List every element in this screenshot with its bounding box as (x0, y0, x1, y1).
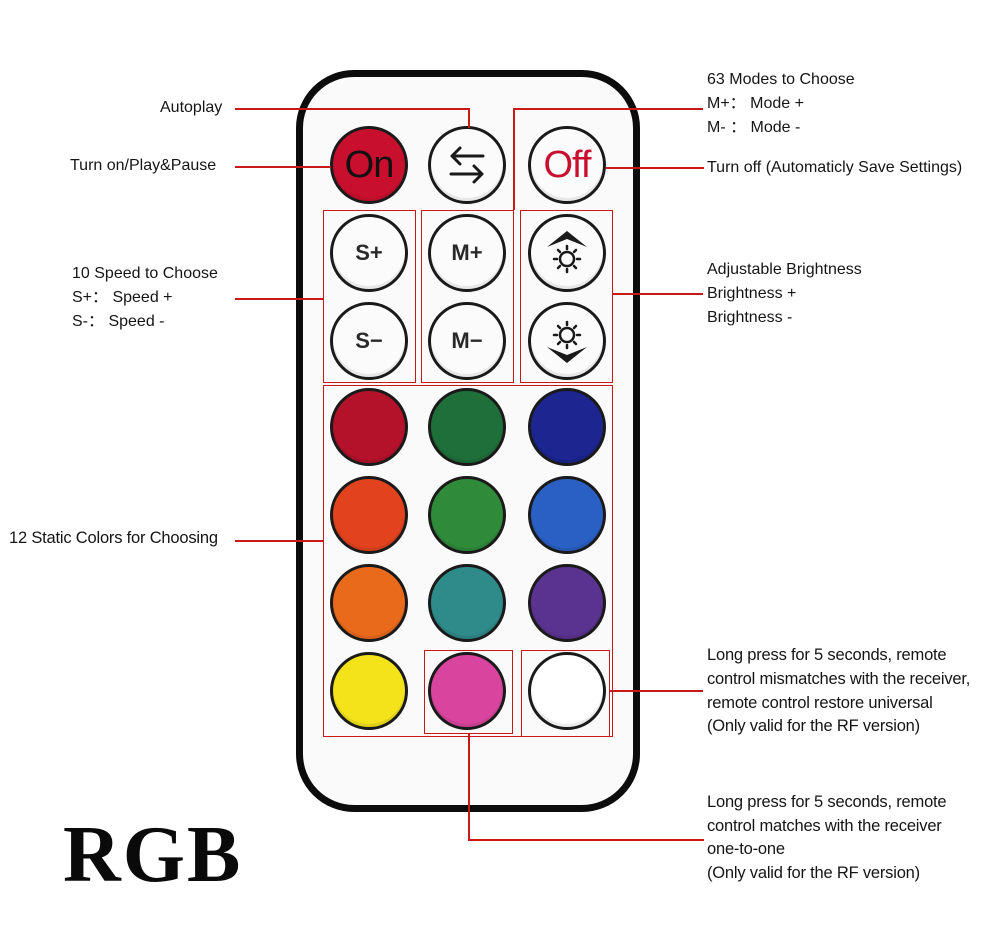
mode-down-button[interactable]: M− (428, 302, 506, 380)
speed-up-button[interactable]: S+ (330, 214, 408, 292)
static-colors-label: 12 Static Colors for Choosing (9, 529, 218, 547)
pink-button-leader (468, 839, 704, 841)
brightness-plus-label: Brightness + (707, 285, 797, 302)
pink-note-line-3: one-to-one (707, 840, 785, 858)
pink-button-frame (424, 650, 513, 734)
white-note-line-3: remote control restore universal (707, 694, 933, 712)
speed-leader (235, 298, 323, 300)
modes-title-label: 63 Modes to Choose (707, 71, 855, 88)
off-label: Off (543, 143, 592, 186)
modes-leader-vertical (513, 108, 515, 210)
speed-down-button[interactable]: S− (330, 302, 408, 380)
speed-up-label: S+ (355, 240, 383, 265)
static-colors-leader (235, 540, 323, 542)
white-note-line-2: control mismatches with the receiver, (707, 670, 971, 688)
turn-off-leader (606, 167, 704, 169)
color-red-orange-button[interactable] (330, 476, 408, 554)
white-note-line-1: Long press for 5 seconds, remote (707, 646, 947, 664)
color-medium-green-button[interactable] (428, 476, 506, 554)
color-blue-button[interactable] (528, 388, 606, 466)
pink-note-line-4: (Only valid for the RF version) (707, 864, 920, 882)
mode-buttons-frame (421, 210, 514, 383)
speed-minus-label: S-： Speed - (72, 313, 165, 330)
sun-up-icon (547, 231, 587, 274)
on-label: On (344, 143, 395, 186)
swap-arrows-icon (449, 146, 485, 184)
color-teal-button[interactable] (428, 564, 506, 642)
speed-buttons-frame (323, 210, 416, 383)
speed-title-label: 10 Speed to Choose (72, 265, 218, 282)
speed-plus-label: S+： Speed + (72, 289, 173, 306)
mode-down-label: M− (451, 328, 483, 353)
on-button[interactable]: On (330, 126, 408, 204)
brightness-buttons-frame (520, 210, 613, 383)
pink-note-line-2: control matches with the receiver (707, 817, 942, 835)
mode-up-button[interactable]: M+ (428, 214, 506, 292)
off-button[interactable]: Off (528, 126, 606, 204)
brightness-minus-label: Brightness - (707, 309, 793, 326)
brightness-down-button[interactable] (528, 302, 606, 380)
rgb-title: RGB (63, 811, 243, 899)
color-green-button[interactable] (428, 388, 506, 466)
color-yellow-button[interactable] (330, 652, 408, 730)
turn-on-leader (235, 166, 331, 168)
autoplay-leader-drop (468, 108, 470, 128)
color-red-button[interactable] (330, 388, 408, 466)
pink-note-line-1: Long press for 5 seconds, remote (707, 793, 947, 811)
speed-down-label: S− (355, 328, 383, 353)
brightness-leader (613, 293, 703, 295)
autoplay-button[interactable] (428, 126, 506, 204)
white-button-frame (521, 650, 610, 737)
color-white-button[interactable] (528, 652, 606, 730)
mode-plus-label: M+： Mode + (707, 95, 804, 112)
white-note-line-4: (Only valid for the RF version) (707, 717, 920, 735)
pink-button-leader-vertical (468, 734, 470, 840)
color-orange-button[interactable] (330, 564, 408, 642)
white-button-leader (610, 690, 703, 692)
color-medium-blue-button[interactable] (528, 476, 606, 554)
turn-off-label: Turn off (Automaticly Save Settings) (707, 159, 963, 176)
turn-on-label: Turn on/Play&Pause (70, 157, 217, 174)
sun-down-icon (547, 320, 587, 363)
color-purple-button[interactable] (528, 564, 606, 642)
autoplay-label: Autoplay (160, 99, 223, 116)
brightness-title-label: Adjustable Brightness (707, 261, 862, 278)
mode-up-label: M+ (451, 240, 483, 265)
autoplay-leader (235, 108, 469, 110)
mode-minus-label: M- ： Mode - (707, 119, 801, 136)
color-pink-button[interactable] (428, 652, 506, 730)
brightness-up-button[interactable] (528, 214, 606, 292)
modes-leader (513, 108, 703, 110)
